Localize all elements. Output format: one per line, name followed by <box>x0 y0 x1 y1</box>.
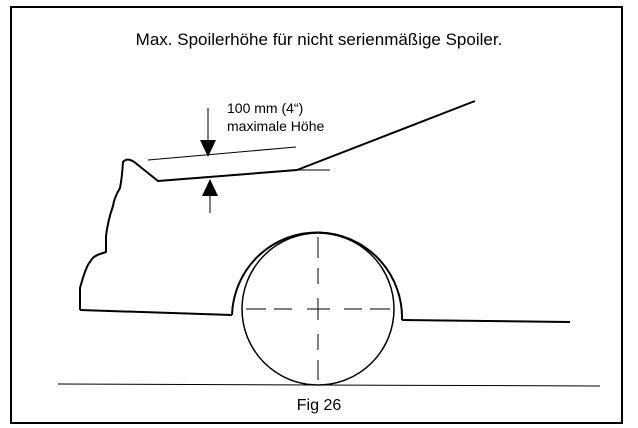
ground-line <box>57 383 601 387</box>
annotation-label: maximale Höhe <box>227 118 324 134</box>
figure-caption: Fig 26 <box>296 397 342 414</box>
dimension-arrow-top <box>200 108 216 157</box>
annotation-dimension: 100 mm (4“) <box>227 100 303 116</box>
dimension-arrow-bottom <box>202 179 218 213</box>
wheel-crosshair <box>246 237 390 380</box>
figure-title: Max. Spoilerhöhe für nicht serienmäßige … <box>135 30 503 49</box>
car-body-outline <box>79 100 476 310</box>
wheel-arch <box>231 231 404 321</box>
car-sill-line-front <box>401 319 571 323</box>
figure-frame <box>10 6 623 424</box>
car-sill-line-rear <box>79 309 233 316</box>
max-height-reference-line <box>147 146 297 161</box>
